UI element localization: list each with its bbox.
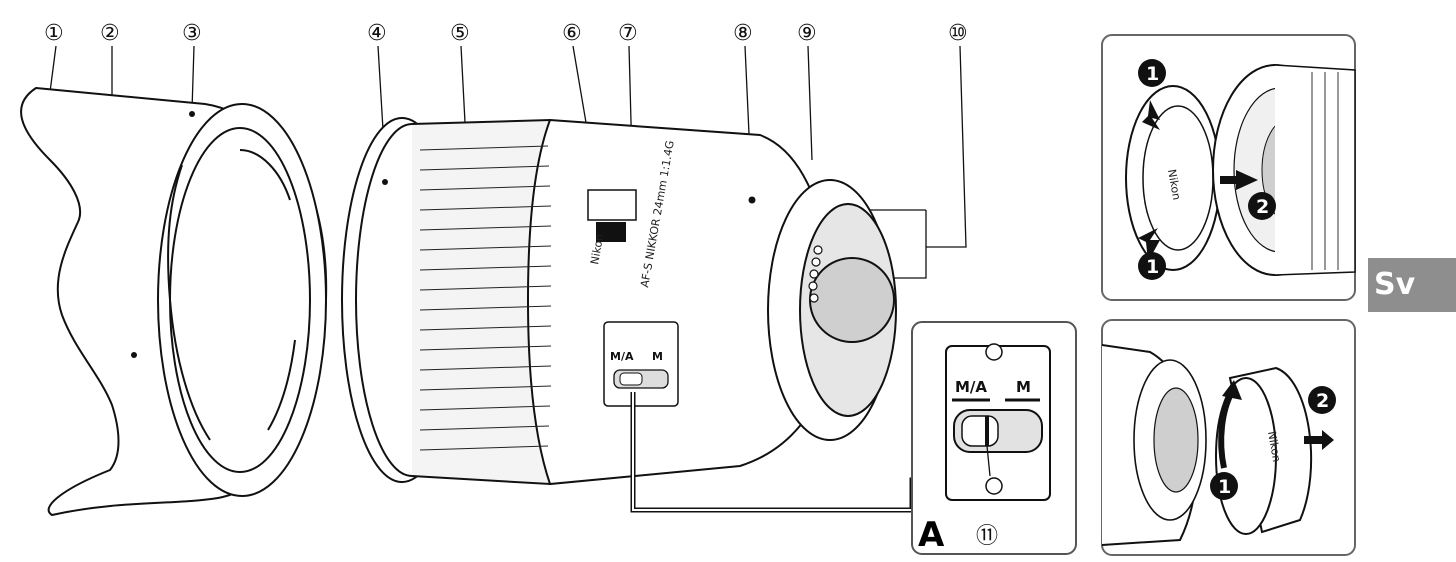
- callout-6: ⑥: [562, 21, 582, 46]
- inset-switch-m-label: M: [1016, 378, 1031, 396]
- distance-scale-window: [587, 189, 637, 242]
- rear-cap-step-2: 2: [1316, 390, 1329, 412]
- callout-3: ③: [182, 21, 202, 46]
- inset-a-label: A: [918, 515, 945, 555]
- front-cap-step-1-bottom: 1: [1146, 256, 1159, 278]
- lens-switch-ma-label: M/A: [610, 350, 634, 363]
- front-cap-step-2: 2: [1256, 196, 1269, 218]
- front-cap-step-1-top: 1: [1146, 63, 1159, 85]
- callout-9: ⑨: [797, 21, 817, 46]
- callout-7: ⑦: [618, 21, 638, 46]
- language-tab: Sv: [1368, 258, 1456, 312]
- lens-switch-m-label: M: [652, 350, 663, 363]
- inset-a-panel: M/A M A ⑪: [911, 321, 1077, 555]
- callout-11: ⑪: [976, 524, 998, 549]
- rear-cap-step-1: 1: [1218, 476, 1231, 498]
- callout-1: ①: [44, 21, 64, 46]
- lens-brand-text: Nikon: [588, 233, 606, 266]
- front-cap-inset: Nikon 1 1 2: [1101, 34, 1356, 301]
- callout-2: ②: [100, 21, 120, 46]
- callout-numbers: ① ② ③ ④ ⑤ ⑥ ⑦ ⑧ ⑨ ⑩: [44, 21, 968, 46]
- lens-focus-switch: M/A M: [603, 321, 679, 407]
- lens-hood: [20, 86, 328, 517]
- callout-4: ④: [367, 21, 387, 46]
- rear-cap-brand-text: Nikon: [1265, 430, 1283, 463]
- rear-cap-inset: Nikon 1 2: [1101, 319, 1356, 556]
- callout-10: ⑩: [948, 21, 968, 46]
- focus-ring-ridges: [419, 145, 552, 451]
- cpu-contacts: [808, 245, 823, 303]
- callout-5: ⑤: [450, 21, 470, 46]
- callout-8: ⑧: [733, 21, 753, 46]
- lens-body: [341, 117, 897, 486]
- front-cap-brand-text: Nikon: [1165, 168, 1183, 201]
- inset-switch-ma-label: M/A: [955, 378, 987, 396]
